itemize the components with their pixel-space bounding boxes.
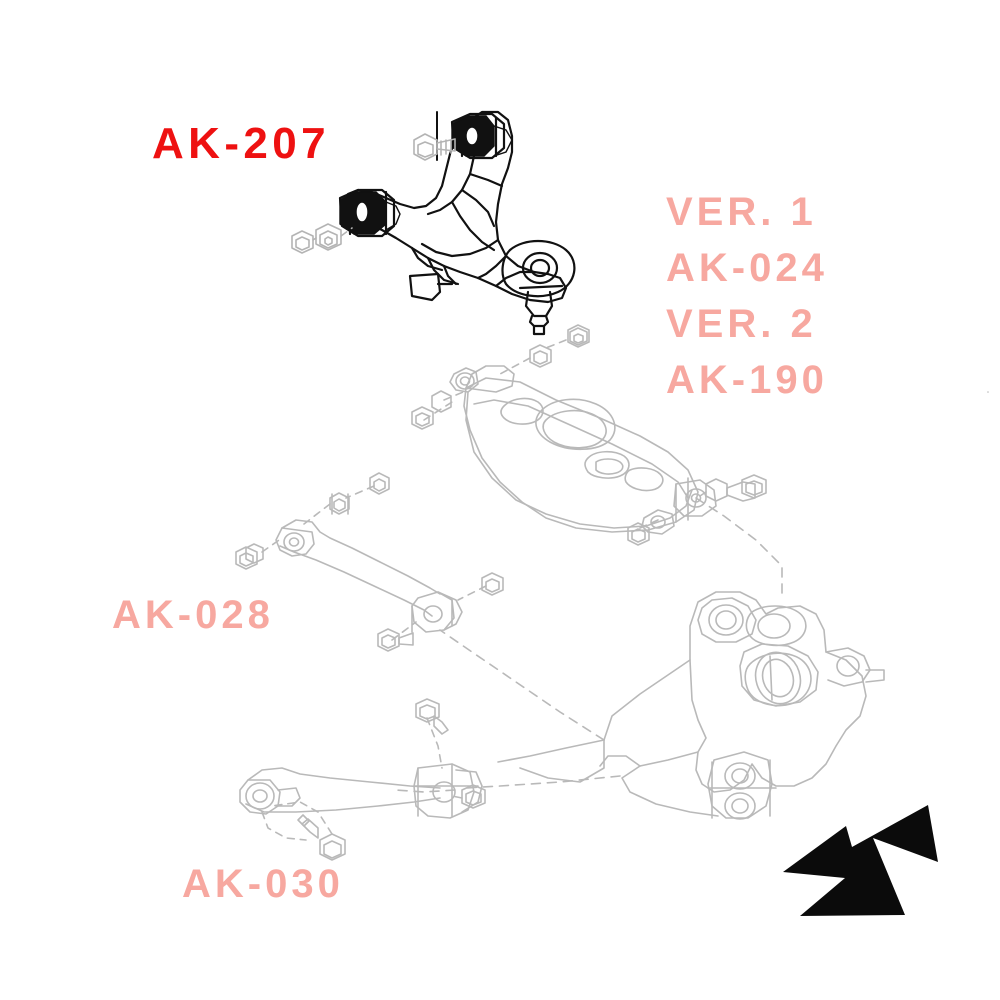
nut [369,472,390,495]
bolt [415,698,449,735]
down-left-arrow-icon [783,805,938,916]
assembly-lead-lines [395,497,783,793]
bolt [235,543,264,570]
fastener-lead-lines [261,339,707,841]
nut [329,492,350,515]
fastener-group-ghost [235,324,989,861]
version-1-title: VER. 1 [666,190,817,234]
fastener-group-upper-arm [291,133,456,254]
nut [529,344,552,368]
version-2-title: VER. 2 [666,302,817,346]
nut [567,324,590,348]
version-legend: VER. 1 AK-024 VER. 2 AK-190 [666,192,828,400]
lower-control-arm-outline [449,365,717,535]
nut [627,522,650,546]
rear-knuckle-outline [497,591,885,820]
nut [411,406,434,430]
bolt [705,474,767,502]
bolt [413,133,456,161]
part-label-ak-028: AK-028 [112,593,274,637]
nut [461,784,486,809]
bushing-sleeve [355,126,479,223]
version-2-code: AK-190 [666,358,828,402]
nut [431,390,452,413]
washer [291,230,314,254]
toe-link-arm-outline [275,519,463,633]
part-label-ak-207: AK-207 [152,119,331,168]
part-label-ak-030: AK-030 [182,862,344,906]
nut [315,223,342,251]
nut [481,572,504,596]
bolt [377,628,414,652]
version-1-code: AK-024 [666,246,828,290]
